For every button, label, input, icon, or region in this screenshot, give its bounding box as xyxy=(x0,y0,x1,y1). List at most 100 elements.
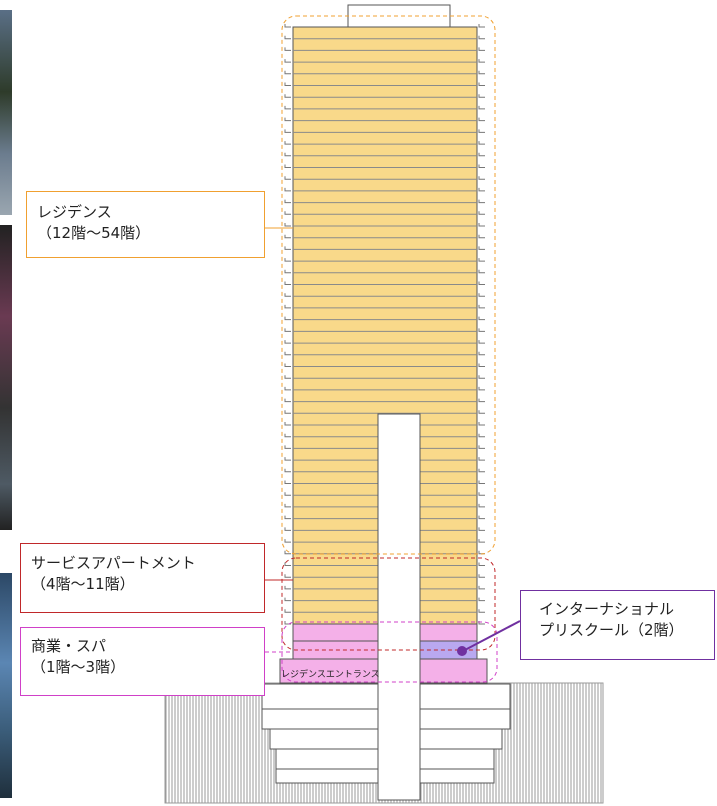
balcony-tick xyxy=(284,59,291,63)
balcony-tick xyxy=(284,515,291,520)
balcony-tick xyxy=(478,269,485,274)
balcony-tick xyxy=(284,258,291,262)
balcony-tick xyxy=(478,363,485,367)
balcony-tick xyxy=(478,410,485,414)
balcony-tick xyxy=(284,234,291,239)
balcony-tick xyxy=(284,246,291,250)
balcony-tick xyxy=(478,129,485,133)
balcony-tick xyxy=(284,480,291,484)
balcony-tick xyxy=(284,281,291,285)
service-apartment-label: サービスアパートメント （4階〜11階） xyxy=(20,543,265,613)
balcony-tick xyxy=(284,340,291,344)
preschool-label-title: インターナショナル xyxy=(539,600,675,618)
balcony-tick xyxy=(284,70,291,75)
balcony-tick xyxy=(284,363,291,367)
service-apartment-label-floors: （4階〜11階） xyxy=(31,575,135,593)
balcony-tick xyxy=(284,597,291,602)
balcony-tick xyxy=(284,398,291,403)
commercial-floor-1-right xyxy=(419,658,488,684)
balcony-tick xyxy=(284,316,291,321)
balcony-tick xyxy=(284,141,291,145)
balcony-tick xyxy=(284,129,291,133)
commercial-spa-label-title: 商業・スパ xyxy=(31,637,107,655)
balcony-tick xyxy=(284,550,291,555)
balcony-tick xyxy=(284,293,291,297)
service-apartment-label-title: サービスアパートメント xyxy=(31,554,196,572)
cropped-photo-strip-1 xyxy=(0,10,12,215)
balcony-tick xyxy=(478,94,485,98)
balcony-tick xyxy=(284,211,291,215)
balcony-tick xyxy=(284,574,291,578)
residence-label: レジデンス （12階〜54階） xyxy=(26,191,265,258)
balcony-tick xyxy=(284,176,291,180)
balcony-tick xyxy=(284,422,291,426)
balcony-tick xyxy=(284,152,291,157)
residence-label-title: レジデンス xyxy=(37,203,112,221)
balcony-tick xyxy=(478,164,485,168)
balcony-tick xyxy=(284,24,291,28)
balcony-tick xyxy=(284,328,291,332)
balcony-tick xyxy=(478,492,485,496)
preschool-label: インターナショナル プリスクール（2階） xyxy=(520,590,715,660)
balcony-tick xyxy=(284,375,291,379)
residence-entrance-label: レジデンスエントランス xyxy=(281,670,380,680)
balcony-tick xyxy=(478,47,485,51)
balcony-tick xyxy=(478,281,485,285)
balcony-tick xyxy=(478,398,485,403)
balcony-tick xyxy=(284,199,291,204)
balcony-tick xyxy=(478,223,485,227)
balcony-tick xyxy=(284,223,291,227)
balcony-tick xyxy=(478,597,485,602)
balcony-tick xyxy=(284,35,291,40)
balcony-tick xyxy=(284,527,291,531)
balcony-tick xyxy=(284,503,291,508)
balcony-tick xyxy=(478,340,485,344)
cropped-photo-strip-3 xyxy=(0,573,12,798)
balcony-tick xyxy=(478,503,485,508)
balcony-tick xyxy=(478,35,485,40)
balcony-tick xyxy=(478,515,485,520)
balcony-tick xyxy=(478,609,485,613)
balcony-tick xyxy=(478,445,485,449)
balcony-tick xyxy=(478,433,485,438)
preschool-marker xyxy=(457,646,467,656)
balcony-tick xyxy=(478,562,485,566)
balcony-tick xyxy=(284,105,291,110)
balcony-ticks xyxy=(284,24,485,625)
balcony-tick xyxy=(284,457,291,461)
balcony-tick xyxy=(478,234,485,239)
balcony-tick xyxy=(284,468,291,473)
core-shaft xyxy=(377,413,421,801)
balcony-tick xyxy=(284,445,291,449)
balcony-tick xyxy=(478,293,485,297)
preschool-connector xyxy=(462,620,521,652)
balcony-tick xyxy=(478,199,485,204)
balcony-tick xyxy=(478,152,485,157)
balcony-tick xyxy=(284,562,291,566)
balcony-tick xyxy=(284,82,291,86)
balcony-tick xyxy=(478,316,485,321)
balcony-tick xyxy=(478,574,485,578)
balcony-tick xyxy=(478,386,485,391)
commercial-spa-label-floors: （1階〜3階） xyxy=(31,658,126,676)
balcony-tick xyxy=(284,269,291,274)
service-apartment-zone-outline xyxy=(281,557,496,651)
balcony-tick xyxy=(284,585,291,590)
balcony-tick xyxy=(284,492,291,496)
balcony-tick xyxy=(478,82,485,86)
balcony-tick xyxy=(478,187,485,192)
preschool-label-floors: プリスクール（2階） xyxy=(539,621,684,639)
balcony-tick xyxy=(478,480,485,484)
balcony-tick xyxy=(478,328,485,332)
balcony-tick xyxy=(478,585,485,590)
balcony-tick xyxy=(478,59,485,63)
balcony-tick xyxy=(284,433,291,438)
balcony-tick xyxy=(478,176,485,180)
balcony-tick xyxy=(478,351,485,356)
balcony-tick xyxy=(284,117,291,122)
balcony-tick xyxy=(284,539,291,543)
balcony-tick xyxy=(478,258,485,262)
balcony-tick xyxy=(478,105,485,110)
